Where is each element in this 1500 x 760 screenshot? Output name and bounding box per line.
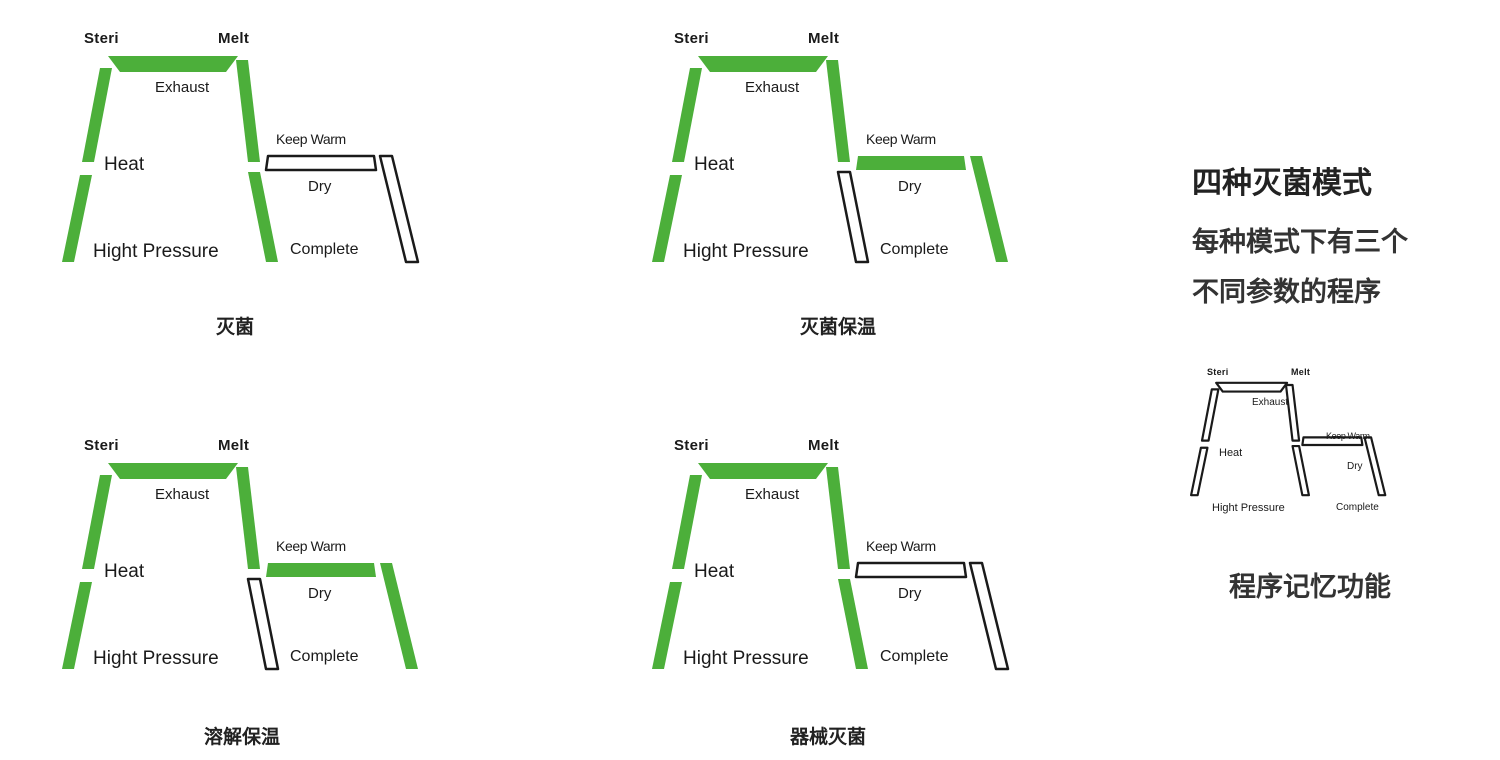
label-keep-warm: Keep Warm — [866, 131, 936, 147]
segment-left-upper — [82, 68, 112, 162]
segment-top — [698, 463, 828, 479]
label-heat: Heat — [104, 561, 145, 582]
segment-top — [108, 463, 238, 479]
segment-left-upper — [672, 475, 702, 569]
label-pressure: Hight Pressure — [93, 241, 219, 262]
segment-right-upper — [236, 60, 260, 162]
label-complete: Complete — [880, 648, 949, 665]
label-complete: Complete — [290, 648, 359, 665]
side-title: 四种灭菌模式 — [1192, 166, 1372, 201]
segment-right-lower — [838, 579, 868, 669]
label-pressure: Hight Pressure — [1212, 502, 1285, 514]
memory-diagram: Steri Melt Exhaust Heat Hight Pressure K… — [1190, 365, 1430, 525]
segment-keep-warm — [856, 156, 966, 170]
mode-diagram-2: Steri Melt Exhaust Heat Hight Pressure K… — [650, 30, 1090, 310]
label-heat: Heat — [104, 154, 145, 175]
side-line-2: 不同参数的程序 — [1192, 277, 1381, 308]
label-dry: Dry — [308, 585, 332, 602]
segment-right-upper — [826, 60, 850, 162]
segment-right-upper — [236, 467, 260, 569]
segment-display — [62, 463, 418, 671]
label-complete: Complete — [880, 241, 949, 258]
segment-right-lower — [836, 170, 870, 264]
label-exhaust: Exhaust — [745, 486, 800, 503]
label-heat: Heat — [1219, 447, 1243, 459]
mode-caption-2: 灭菌保温 — [799, 316, 877, 338]
label-melt: Melt — [808, 30, 840, 47]
label-melt: Melt — [1291, 367, 1311, 377]
segment-left-lower — [62, 582, 92, 669]
segment-far-right — [970, 156, 1008, 262]
label-keep-warm: Keep Warm — [276, 131, 346, 147]
segment-left-lower — [62, 175, 92, 262]
label-exhaust: Exhaust — [155, 486, 210, 503]
segment-keep-warm — [1301, 436, 1364, 447]
memory-caption: 程序记忆功能 — [1229, 572, 1391, 603]
segment-right-lower — [248, 172, 278, 262]
segment-top — [108, 56, 238, 72]
label-exhaust: Exhaust — [155, 79, 210, 96]
segment-left-lower — [652, 582, 682, 669]
label-exhaust: Exhaust — [745, 79, 800, 96]
segment-top — [1215, 381, 1289, 393]
mode-diagram-4: Steri Melt Exhaust Heat Hight Pressure K… — [650, 437, 1090, 717]
segment-keep-warm — [854, 561, 968, 579]
segment-far-right — [380, 563, 418, 669]
segment-display — [62, 56, 420, 264]
label-complete: Complete — [1336, 502, 1379, 513]
label-pressure: Hight Pressure — [683, 241, 809, 262]
label-melt: Melt — [218, 30, 250, 47]
label-keep-warm: Keep Warm — [276, 538, 346, 554]
segment-left-upper — [82, 475, 112, 569]
side-line-1: 每种模式下有三个 — [1192, 227, 1408, 258]
label-steri: Steri — [84, 30, 119, 47]
mode-caption-1: 灭菌 — [215, 316, 255, 338]
segment-keep-warm — [266, 563, 376, 577]
label-dry: Dry — [898, 178, 922, 195]
label-steri: Steri — [1207, 367, 1229, 377]
label-exhaust: Exhaust — [1252, 397, 1289, 408]
label-steri: Steri — [84, 437, 119, 454]
segment-right-upper — [826, 467, 850, 569]
label-steri: Steri — [674, 30, 709, 47]
label-melt: Melt — [808, 437, 840, 454]
segment-far-right — [378, 154, 420, 264]
segment-top — [698, 56, 828, 72]
segment-display — [1190, 381, 1387, 497]
label-dry: Dry — [898, 585, 922, 602]
segment-keep-warm — [264, 154, 378, 172]
label-keep-warm: Keep Warm — [866, 538, 936, 554]
segment-right-lower — [1291, 445, 1310, 497]
segment-right-lower — [246, 577, 280, 671]
segment-right-upper — [1284, 383, 1301, 442]
mode-caption-4: 器械灭菌 — [789, 726, 867, 748]
label-complete: Complete — [290, 241, 359, 258]
segment-left-upper — [672, 68, 702, 162]
label-dry: Dry — [308, 178, 332, 195]
segment-left-lower — [652, 175, 682, 262]
mode-diagram-1: Steri Melt Exhaust Heat Hight Pressure K… — [60, 30, 500, 310]
segment-display — [652, 56, 1008, 264]
mode-caption-3: 溶解保温 — [203, 726, 281, 748]
label-dry: Dry — [1347, 461, 1363, 472]
segment-far-right — [968, 561, 1010, 671]
segment-left-upper — [1200, 388, 1220, 442]
label-pressure: Hight Pressure — [683, 648, 809, 669]
label-steri: Steri — [674, 437, 709, 454]
label-melt: Melt — [218, 437, 250, 454]
segment-far-right — [1363, 436, 1387, 497]
mode-diagram-3: Steri Melt Exhaust Heat Hight Pressure K… — [60, 437, 500, 717]
segment-left-lower — [1190, 446, 1209, 497]
label-heat: Heat — [694, 154, 735, 175]
label-keep-warm: Keep Warm — [1326, 431, 1370, 441]
segment-display — [652, 463, 1010, 671]
label-pressure: Hight Pressure — [93, 648, 219, 669]
label-heat: Heat — [694, 561, 735, 582]
